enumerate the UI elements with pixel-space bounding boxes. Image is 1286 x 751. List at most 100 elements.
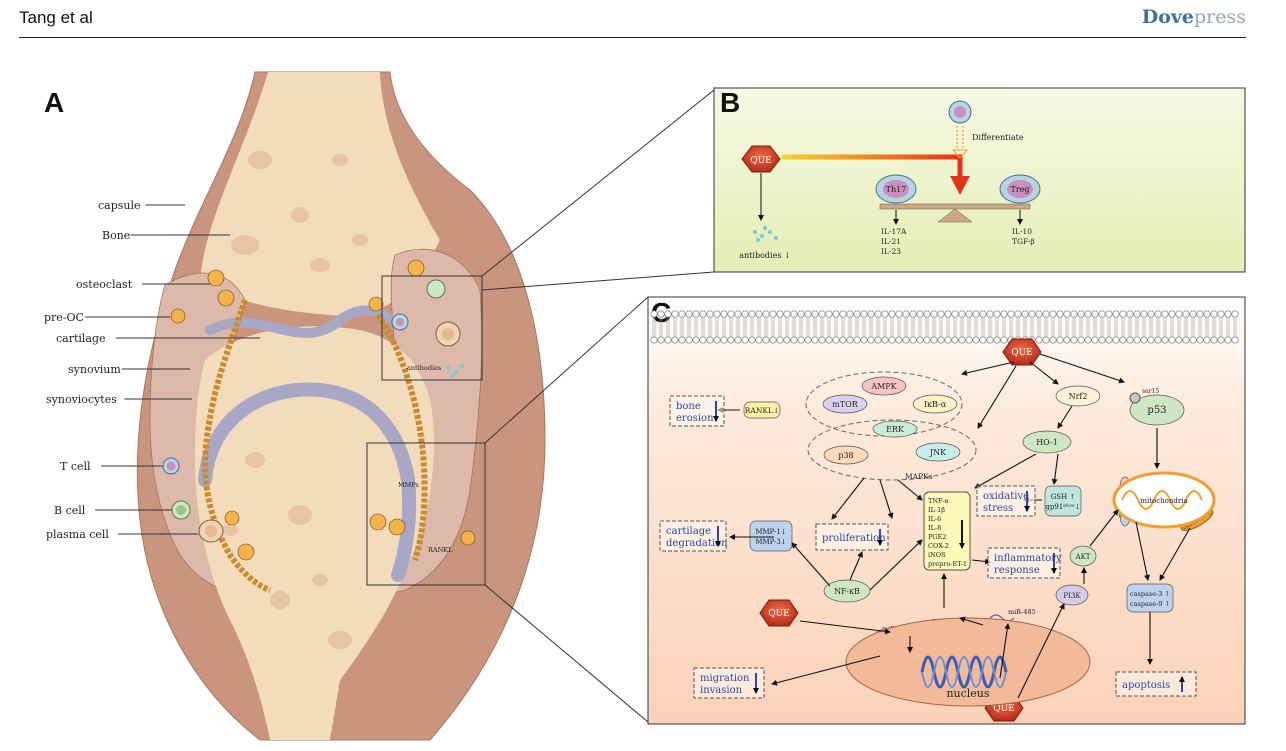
osteoclasts	[170, 259, 476, 561]
synoviocytes-right	[375, 313, 428, 561]
bone-spots	[222, 151, 368, 649]
th17-label: Th17	[886, 185, 907, 194]
arrow-4	[1057, 405, 1073, 429]
oxidative-stress-box-label-0: oxidative	[983, 491, 1029, 502]
ho1-node	[1022, 430, 1072, 454]
cytokine-4: PGE2	[928, 533, 946, 541]
erk-node-label: ERK	[886, 425, 905, 434]
inset-box-b	[381, 275, 483, 381]
inflammatory-response-box	[987, 547, 1061, 579]
mtor-node-label: mTOR	[832, 400, 858, 409]
nrf2-node	[1055, 385, 1101, 407]
arrow-21	[1089, 509, 1119, 547]
panel-a-letter: A	[44, 87, 64, 118]
ampk-node-label: AMPK	[870, 382, 897, 391]
connector-b1	[481, 89, 715, 277]
que-icon-top	[1002, 338, 1042, 366]
arrow-3	[977, 365, 1017, 429]
que-icon-left	[759, 599, 799, 627]
connector-b2	[481, 271, 715, 291]
que-label-b: QUE	[750, 156, 772, 166]
header-author: Tang et al	[19, 8, 93, 27]
th17-cytokine-1: IL-21	[881, 237, 901, 246]
antibody-dots-b	[753, 226, 778, 242]
cytokine-2: IL-6	[928, 515, 941, 523]
header-rule	[19, 37, 1246, 38]
migration-invasion-box	[693, 667, 765, 699]
inset-box-c	[366, 442, 486, 586]
ampk-node	[861, 376, 907, 396]
proliferation-box	[815, 523, 889, 551]
migration-invasion-box-label-0: migration	[700, 673, 750, 684]
arrow-9	[831, 477, 865, 520]
ho1-node-label: HO-1	[1036, 438, 1058, 447]
gsh-node	[1044, 485, 1082, 517]
arrow-mir485	[959, 616, 984, 626]
label-cartilage: cartilage	[56, 332, 106, 345]
arrow-1	[1029, 361, 1059, 385]
nrf2-node-label: Nrf2	[1069, 392, 1088, 401]
connector-c1	[484, 296, 649, 444]
cytokine-3: IL-8	[928, 524, 941, 532]
nfkb-node	[823, 579, 871, 603]
que-icon-left-label: QUE	[768, 609, 790, 619]
p53-node	[1129, 394, 1185, 426]
arrow-2	[1039, 353, 1125, 384]
label-plasma-cell: plasma cell	[46, 528, 109, 541]
dna-helix	[920, 655, 1008, 689]
apoptosis-box-label: apoptosis	[1122, 680, 1170, 691]
th17-cytokine-0: IL-17A	[881, 227, 907, 236]
arrow-14	[869, 539, 923, 591]
arrow-18	[999, 623, 1011, 679]
arrow-22	[1135, 521, 1150, 581]
caspase-node-label-0: caspase-3 ↑	[1130, 590, 1170, 598]
jnk-node	[915, 442, 961, 462]
plasma-cell-icon	[198, 519, 224, 543]
nucleus-label: nucleus	[946, 687, 989, 700]
panel-b-letter: B	[720, 87, 740, 118]
arrow-0	[961, 361, 1015, 376]
treg-cell	[999, 174, 1041, 204]
panel-c: C QUEQUEQUEAMPKmTORIκB-αERKp38JNKMAPKsNr…	[647, 296, 1246, 725]
oxidative-stress-box	[976, 485, 1036, 517]
cell-membrane	[650, 310, 1239, 344]
p38-node	[823, 445, 869, 465]
upper-bone	[200, 72, 440, 316]
cartilage-degradation-box	[659, 520, 727, 552]
label-capsule: capsule	[98, 199, 141, 212]
label-synoviocytes: synoviocytes	[46, 393, 117, 406]
mmp-node-label-0: MMP-1↓	[755, 528, 786, 536]
label-mmps-a: MMPs	[398, 481, 419, 489]
bone-erosion-box-label-0: bone	[676, 401, 701, 412]
connector-c2	[484, 584, 649, 723]
label-osteoclast: osteoclast	[76, 278, 133, 291]
cartilage-upper	[205, 305, 393, 338]
arrow-13	[849, 551, 863, 581]
cytokine-5: COX-2	[928, 542, 949, 550]
cytokine-0: TNF-α	[928, 497, 949, 505]
arrow-7	[1051, 453, 1059, 485]
mmp-node	[749, 520, 793, 552]
antibodies-label-b: antibodies ↓	[739, 251, 790, 260]
pi3k-node-label: PI3K	[1063, 592, 1081, 600]
akt-node	[1069, 545, 1097, 567]
cytokine-1: IL-1β	[928, 506, 945, 514]
nfkb-node-label: NF-κB	[834, 587, 860, 596]
jnk-node-label: JNK	[929, 448, 947, 457]
migration-invasion-box-label-1: invasion	[700, 685, 743, 696]
mmp-node-label-1: MMP-3↓	[755, 538, 786, 546]
label-pre-OC: pre-OC	[44, 311, 84, 324]
ikba-node-label: IκB-α	[924, 400, 947, 409]
arrow-25	[971, 558, 991, 565]
brand-logo: Dovepress	[1141, 6, 1246, 28]
label-rankl-a: RANKL	[428, 546, 453, 554]
inflammatory-response-box-label-0: inflammatory	[994, 553, 1062, 564]
lower-bone	[195, 326, 434, 740]
arrow-10	[879, 479, 894, 519]
panel-b: B QUE antibodies ↓ Differentiate Th17 Tr…	[713, 87, 1246, 273]
differentiate-label: Differentiate	[972, 133, 1024, 142]
que-arrow-b	[782, 154, 963, 178]
panel-a: A	[44, 71, 715, 741]
arrow-11	[897, 479, 923, 501]
